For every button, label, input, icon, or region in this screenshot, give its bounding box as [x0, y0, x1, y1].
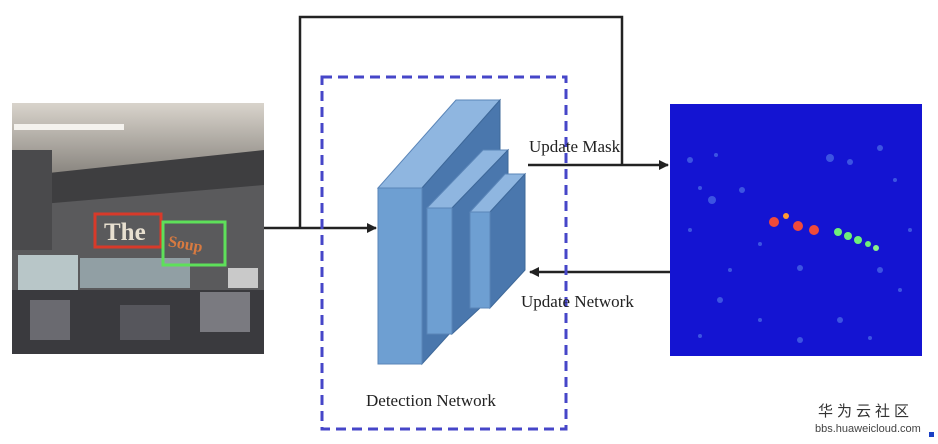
detection-network-label: Detection Network	[366, 391, 496, 410]
heatmap-hotspots	[769, 213, 879, 251]
watermark-dot	[929, 432, 934, 437]
detection-network-box	[320, 75, 568, 431]
watermark-url: bbs.huaweicloud.com	[815, 423, 921, 435]
feedback-loop-line	[298, 15, 624, 228]
watermark: 华为云社区 bbs.huaweicloud.com	[815, 402, 934, 437]
text-detection-box-green	[161, 220, 227, 267]
input-scene-photo: The Soup	[12, 103, 264, 354]
update-network-label: Update Network	[521, 292, 634, 311]
heatmap-mask-image	[670, 104, 922, 356]
update-mask-label: Update Mask	[529, 137, 621, 156]
text-detection-box-red	[93, 212, 163, 249]
photo-word-the: The	[104, 219, 146, 246]
connectors	[264, 15, 670, 277]
network-layers	[376, 98, 527, 366]
conv-layer-3	[468, 172, 527, 310]
photo-word-soup: Soup	[167, 233, 204, 256]
watermark-title: 华为云社区	[818, 402, 913, 420]
